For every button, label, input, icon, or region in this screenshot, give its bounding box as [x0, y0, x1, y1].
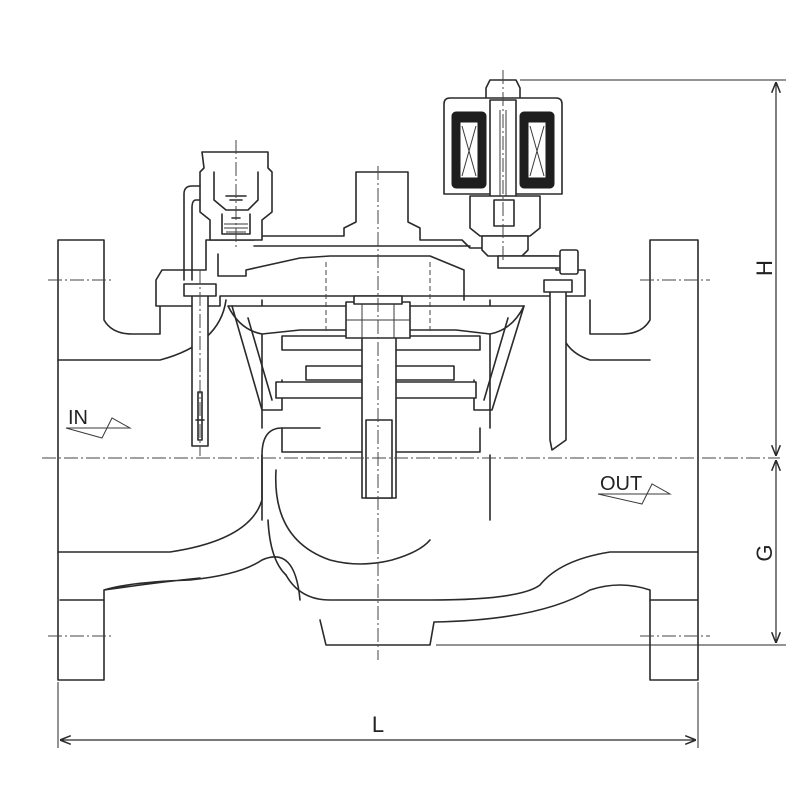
flow-labels: IN OUT — [65, 407, 672, 505]
solenoid-valve-seat — [493, 199, 515, 227]
left-flange — [57, 239, 161, 681]
dim-label-h: H — [752, 260, 777, 276]
inlet-label: IN — [68, 407, 88, 429]
dim-label-g: G — [752, 544, 777, 561]
body-passage — [267, 469, 431, 576]
body-bottom — [103, 555, 651, 646]
right-tube — [549, 285, 567, 451]
guide-cone — [231, 305, 525, 411]
right-tube-fitting — [543, 279, 573, 293]
solenoid-valve — [443, 79, 579, 451]
dim-label-l: L — [372, 712, 384, 737]
inlet-arrow — [65, 417, 132, 439]
dimensions: H G L — [57, 79, 786, 748]
stem-lower — [365, 419, 393, 499]
coil-marks — [461, 125, 545, 177]
stem-assembly — [345, 295, 411, 499]
solenoid-fitting — [481, 235, 529, 257]
centerlines — [42, 70, 780, 660]
outlet-label: OUT — [600, 473, 642, 495]
right-flange — [589, 239, 699, 681]
bonnet-inner — [217, 245, 471, 301]
pilot-tube — [183, 185, 201, 281]
side-pipe-nut — [559, 249, 579, 275]
hidden-lines — [325, 262, 431, 334]
outlet-arrow — [597, 483, 672, 505]
pilot-valve — [183, 151, 273, 447]
